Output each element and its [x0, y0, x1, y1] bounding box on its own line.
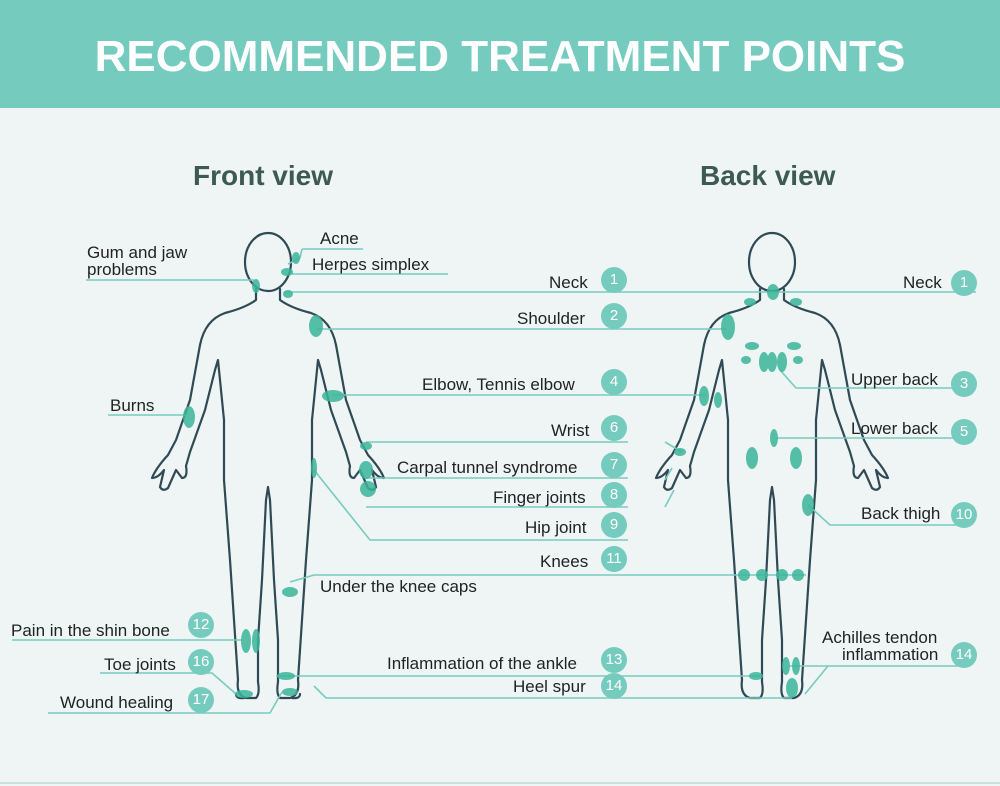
badge-finger: 8 — [601, 482, 627, 508]
label-heel: Heel spur — [513, 677, 586, 696]
label-shoulder: Shoulder — [517, 309, 586, 328]
label-neck: Neck — [549, 273, 588, 292]
label-achilles-1: Achilles tendon — [822, 628, 938, 647]
label-back-thigh: Back thigh — [861, 504, 941, 523]
label-lower-back: Lower back — [851, 419, 938, 438]
badge-knees: 11 — [601, 546, 627, 572]
badge-back-thigh: 10 — [951, 502, 977, 528]
badge-shoulder: 2 — [601, 303, 627, 329]
header-banner: RECOMMENDED TREATMENT POINTS — [0, 0, 1000, 108]
label-shin: Pain in the shin bone — [11, 621, 170, 640]
label-wrist: Wrist — [551, 421, 590, 440]
gum-text-2: problems — [87, 260, 157, 279]
badge-wrist: 6 — [601, 415, 627, 441]
badge-neck: 1 — [601, 267, 627, 293]
label-gum-jaw-2: problems — [87, 261, 157, 278]
badge-shin: 12 — [188, 612, 214, 638]
badge-hip: 9 — [601, 512, 627, 538]
badge-achilles: 14 — [951, 642, 977, 668]
label-elbow: Elbow, Tennis elbow — [422, 375, 575, 394]
label-ankle: Inflammation of the ankle — [387, 654, 577, 673]
front-treatment-spots — [183, 252, 376, 698]
leader-lines — [12, 248, 976, 714]
badge-neck-back: 1 — [951, 270, 977, 296]
label-finger: Finger joints — [493, 488, 586, 507]
label-achilles-2: inflammation — [842, 645, 939, 664]
label-gum-jaw: Gum and jaw — [87, 244, 187, 261]
label-herpes: Herpes simplex — [312, 255, 430, 274]
label-toe: Toe joints — [104, 655, 176, 674]
front-body-outline — [150, 231, 386, 700]
back-treatment-spots — [674, 284, 814, 698]
label-upper-back: Upper back — [851, 370, 938, 389]
gum-text-1: Gum and jaw — [87, 243, 188, 262]
badge-lower-back: 5 — [951, 419, 977, 445]
label-carpal: Carpal tunnel syndrome — [397, 458, 578, 477]
badge-elbow: 4 — [601, 369, 627, 395]
badge-wound: 17 — [188, 687, 214, 713]
front-view-title: Front view — [193, 160, 334, 191]
label-under-knee: Under the knee caps — [320, 577, 477, 596]
label-knees: Knees — [540, 552, 589, 571]
badge-heel: 14 — [601, 673, 627, 699]
label-acne: Acne — [320, 229, 359, 248]
label-wound: Wound healing — [60, 693, 174, 712]
label-hip: Hip joint — [525, 518, 587, 537]
badge-upper-back: 3 — [951, 371, 977, 397]
label-neck-back: Neck — [903, 273, 942, 292]
badge-toe: 16 — [188, 649, 214, 675]
badge-carpal: 7 — [601, 452, 627, 478]
bottom-divider — [0, 782, 1000, 784]
label-burns: Burns — [110, 396, 155, 415]
back-view-title: Back view — [700, 160, 836, 191]
page-title: RECOMMENDED TREATMENT POINTS — [94, 32, 906, 81]
badge-ankle: 13 — [601, 647, 627, 673]
